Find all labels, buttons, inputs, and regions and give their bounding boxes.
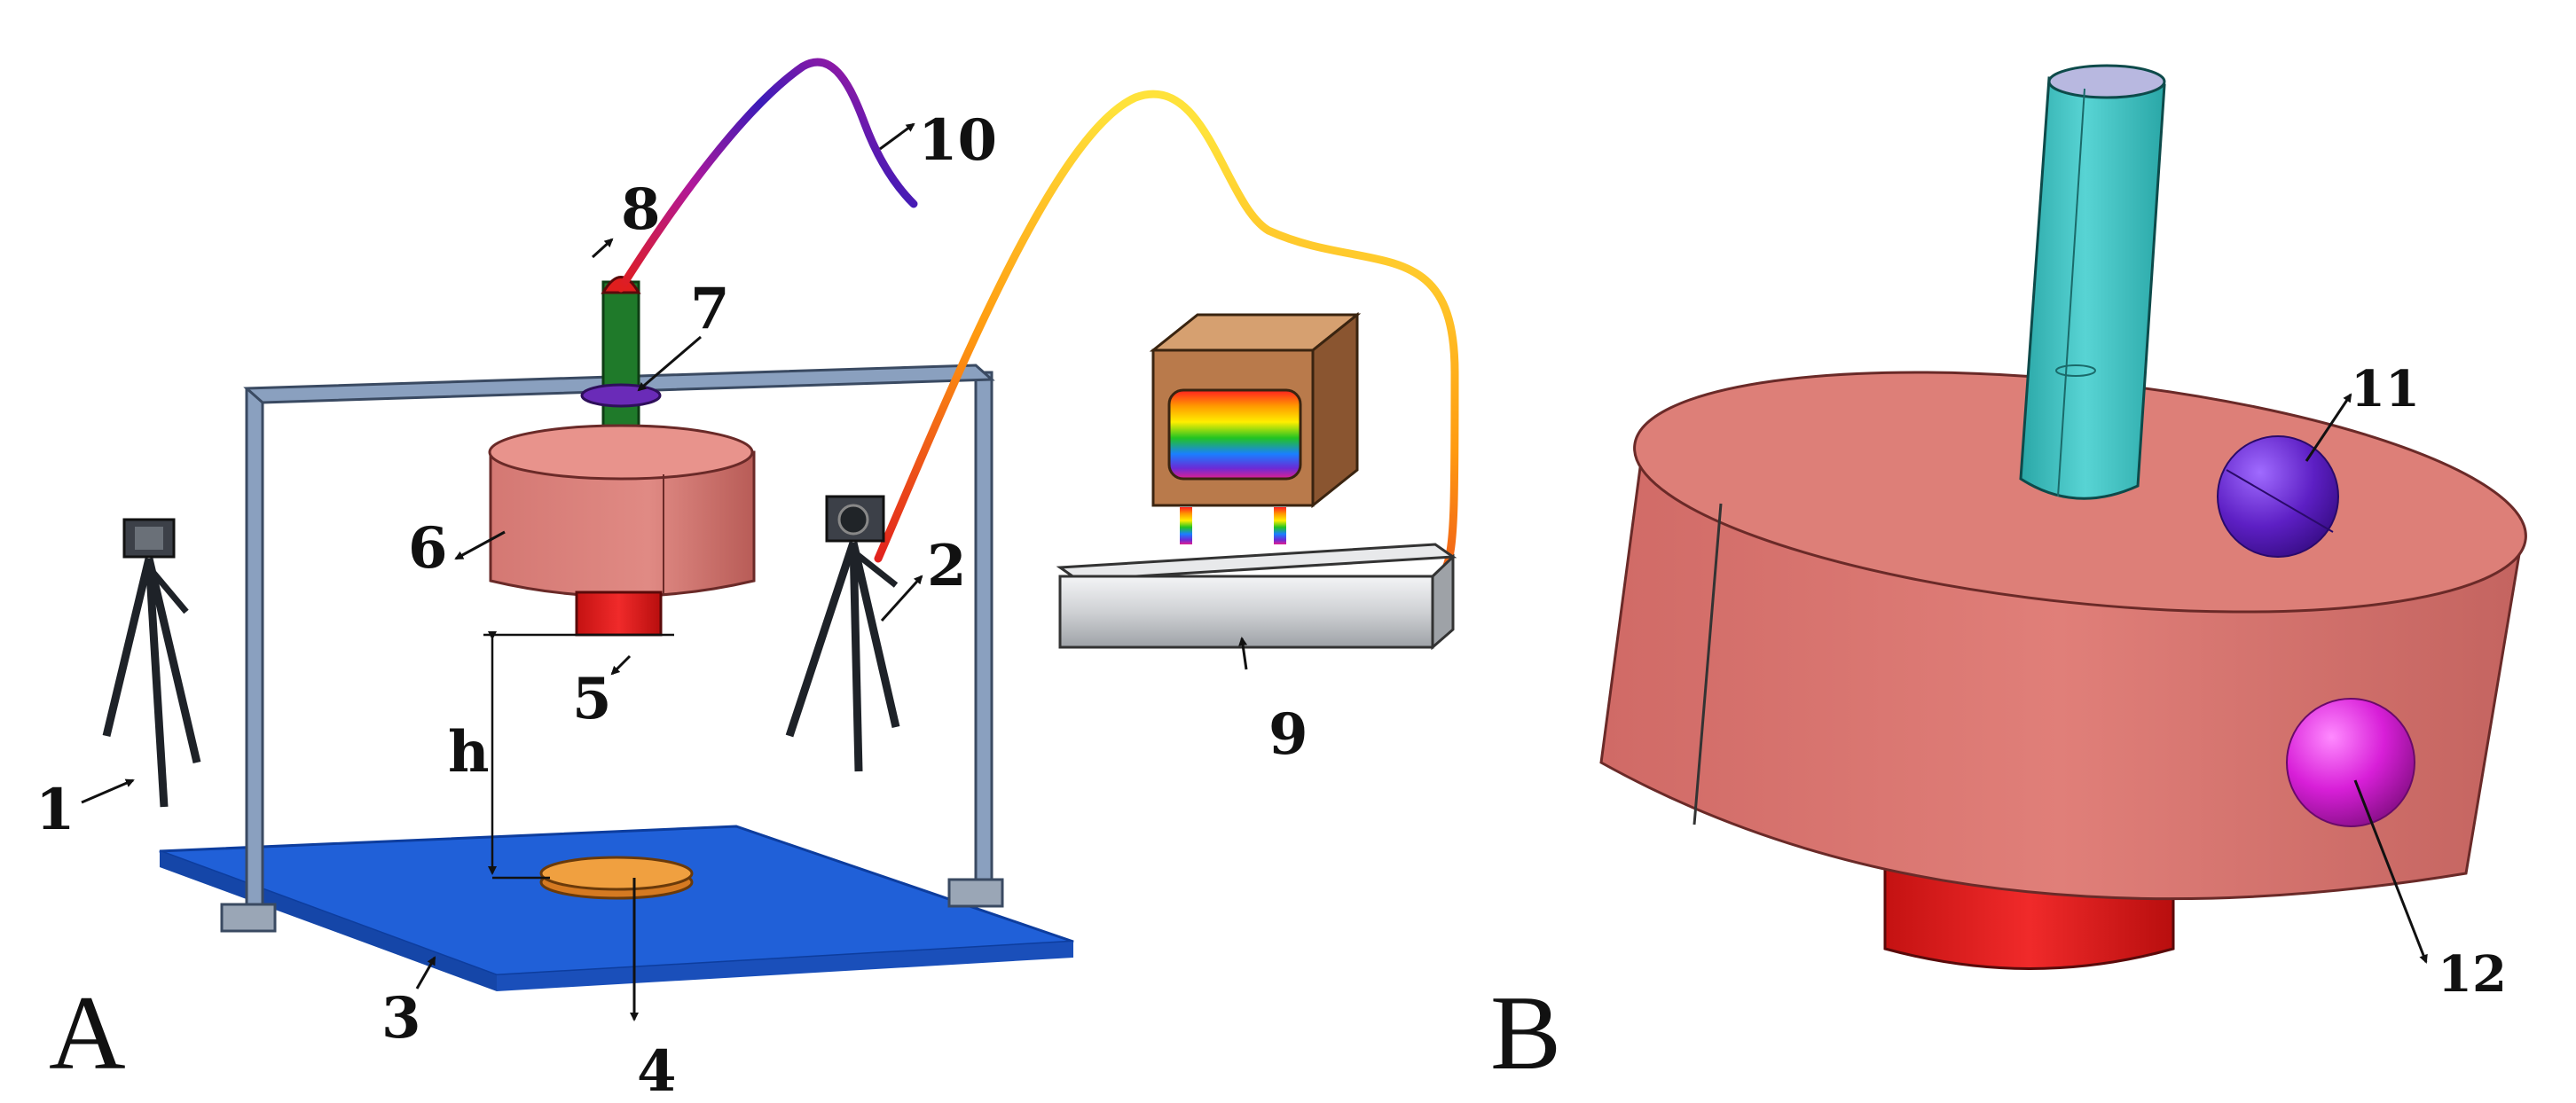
leader-arrow-12	[2353, 779, 2428, 964]
nozzle	[575, 591, 663, 637]
sphere-12	[2286, 698, 2415, 827]
label-12: 12	[2438, 945, 2507, 1004]
label-3: 3	[381, 985, 421, 1052]
camera-tripod-1	[102, 518, 201, 808]
leader-arrows-a	[81, 122, 1248, 1021]
label-10: 10	[918, 107, 997, 174]
sample-disk	[539, 856, 694, 900]
support-frame	[220, 364, 1004, 933]
leader-arrow-11	[2305, 393, 2352, 462]
panel-label-a: A	[49, 974, 126, 1091]
panel-a: 1 2 3 4 5 6 7 8 9 10 h A	[35, 58, 1459, 1103]
label-5: 5	[572, 666, 612, 732]
gas-tube	[2019, 64, 2166, 500]
clamp-ring	[580, 383, 662, 408]
platform	[159, 825, 1074, 991]
label-h: h	[448, 719, 490, 786]
spectrometer-rail	[1056, 543, 1457, 651]
panel-label-b: B	[1490, 974, 1561, 1091]
label-1: 1	[35, 777, 75, 843]
label-7: 7	[690, 276, 730, 342]
optical-fiber-spectrometer	[874, 90, 1459, 572]
sphere-11	[2217, 435, 2339, 558]
camera-tripod-2	[785, 495, 900, 772]
height-indicator	[483, 631, 674, 880]
label-2: 2	[927, 533, 967, 599]
optical-fiber-10	[617, 58, 918, 293]
label-9: 9	[1268, 701, 1308, 768]
label-4: 4	[637, 1038, 677, 1103]
spectrometer-monitor	[1149, 311, 1362, 544]
label-8: 8	[621, 176, 661, 243]
plasma-cylinder-a	[488, 424, 756, 598]
label-6: 6	[408, 515, 448, 582]
label-11: 11	[2351, 360, 2420, 419]
panel-b: 11 12 B	[1490, 64, 2527, 1091]
